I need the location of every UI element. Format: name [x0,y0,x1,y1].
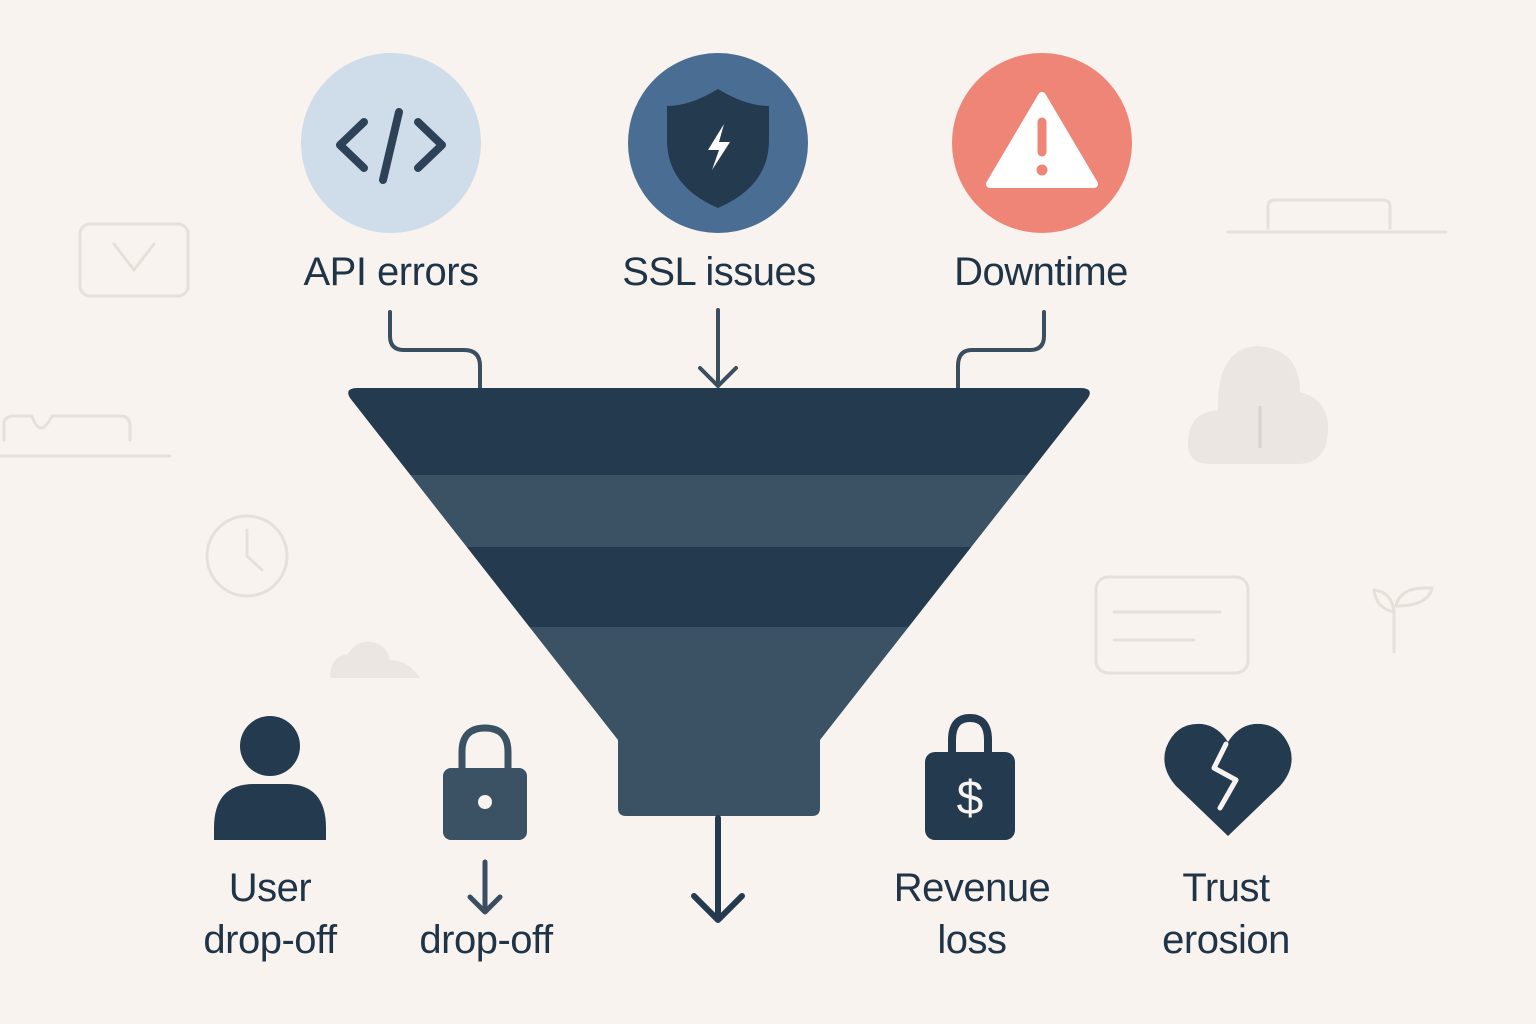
upload-cloud-icon [1187,346,1329,464]
trust-erosion-label: Trust erosion [1126,862,1326,966]
envelope-flap [112,242,156,272]
envelope-icon [78,222,190,298]
money-bag-icon: $ [925,713,1015,840]
code-icon [336,108,446,184]
broken-heart-icon [1164,723,1292,836]
trust-erosion-line2: erosion [1162,918,1290,962]
ssl-issues-icon-badge [628,53,808,233]
background-decorations [0,198,1448,675]
card-outline-icon [1094,575,1250,675]
revenue-loss-line1: Revenue [893,866,1051,910]
user-drop-off-line1: User [228,866,312,910]
small-cloud-icon [330,641,420,678]
ssl-issues-label: SSL issues [622,250,816,294]
user-icon [214,716,326,840]
api-connector [388,310,482,390]
downtime-icon-badge [952,53,1132,233]
api-errors-label: API errors [303,250,479,294]
output-arrow [691,815,745,923]
api-errors-icon-badge [301,53,481,233]
heart-crack [1211,741,1239,811]
cloud-outline-icon [0,414,172,458]
input-connectors [388,308,1046,390]
warning-dot [1036,164,1048,176]
funnel-band-1 [348,388,1090,475]
bolt-glyph [708,124,730,170]
revenue-loss-label: Revenue loss [872,862,1072,966]
lock-drop-off-line2: drop-off [419,918,553,962]
user-drop-off-label: User drop-off [170,862,370,966]
downtime-label: Downtime [954,250,1128,294]
ssl-connector [698,308,738,388]
trust-erosion-line1: Trust [1182,866,1270,910]
funnel-band-2 [348,475,1090,547]
revenue-loss-line2: loss [937,918,1007,962]
tray-outline-icon [1226,198,1448,234]
clock-icon [205,514,289,598]
background-filled-decorations [330,346,1329,678]
user-drop-off-line2: drop-off [203,918,337,962]
drop-arrow-small [467,859,503,915]
sprout-icon [1372,586,1434,654]
downtime-connector [956,310,1046,390]
dollar-glyph: $ [957,772,984,825]
clock-hands [245,528,264,572]
lock-drop-off-label: drop-off [386,914,586,966]
lock-icon [443,724,527,840]
funnel-band-3 [348,547,1090,627]
